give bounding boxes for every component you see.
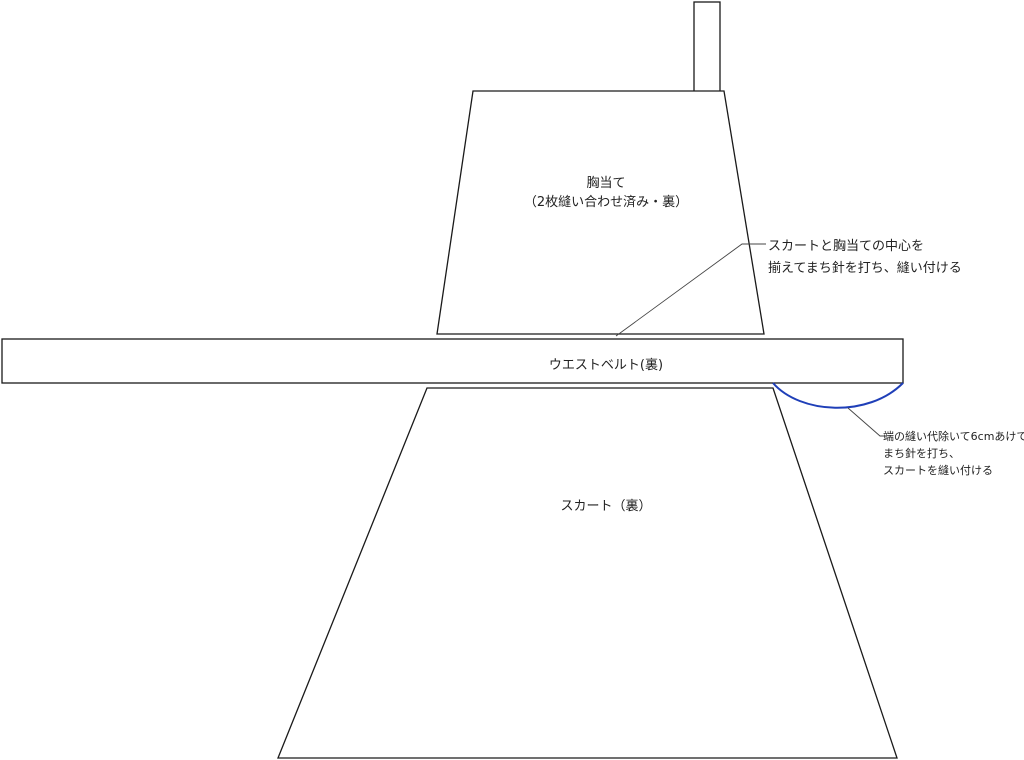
strap [693, 1, 721, 93]
edge-leader-line [847, 407, 886, 437]
skirt-label: スカート（裏） [560, 499, 651, 514]
bib-subtitle: （2枚縫い合わせ済み・裏） [524, 194, 688, 210]
edge-note-line2: まち針を打ち、 [883, 446, 960, 460]
edge-note-line3: スカートを縫い付ける [883, 463, 993, 477]
center-note-line2: 揃えてまち針を打ち、縫い付ける [768, 260, 962, 276]
center-leader-line [615, 243, 766, 337]
seam-allowance-arc [772, 382, 904, 409]
waistband-label: ウエストベルト(裏) [549, 358, 663, 373]
skirt-piece [277, 387, 898, 759]
edge-note-line1: 端の縫い代除いて6cmあけて [883, 429, 1024, 443]
waistband-piece [1, 338, 904, 384]
center-note-line1: スカートと胸当ての中心を [768, 239, 924, 254]
bib-piece [436, 90, 765, 335]
bib-title: 胸当て [586, 176, 625, 191]
